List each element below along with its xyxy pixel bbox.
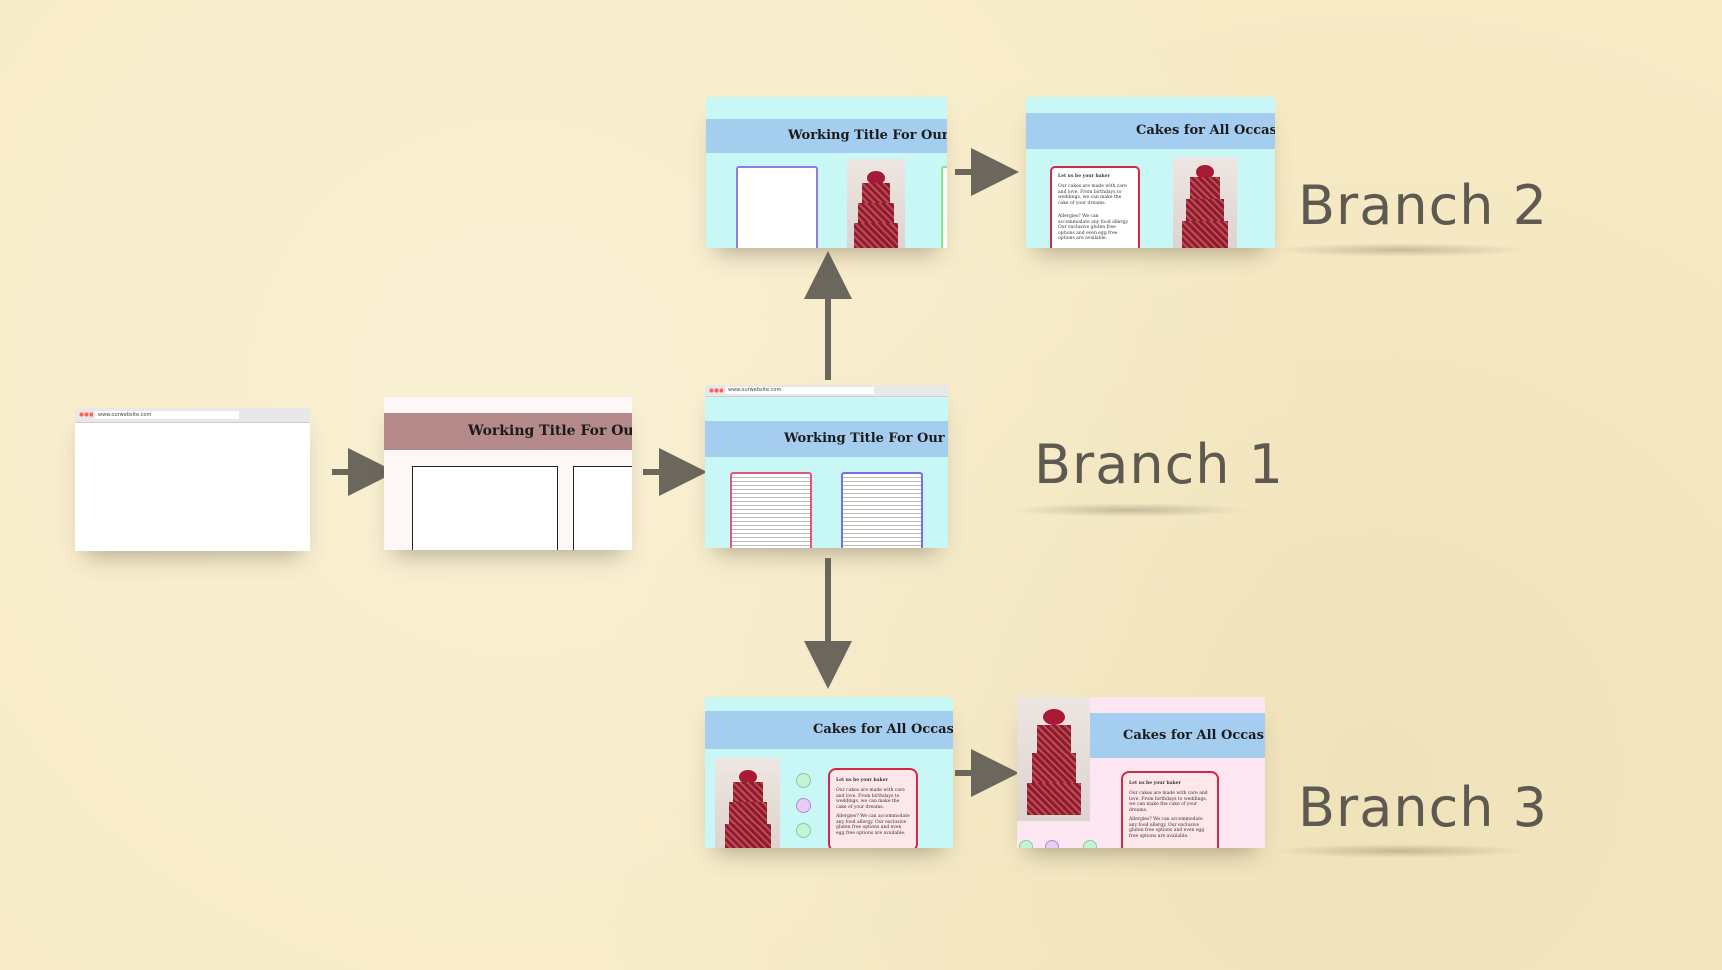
site-header: Working Title For Our Web <box>705 421 948 457</box>
dot-green-1 <box>796 773 811 788</box>
info-card: Let us be your baker Our cakes are made … <box>1050 166 1140 248</box>
wireframe-header: Working Title For Our Web <box>384 413 632 450</box>
dot-purple <box>796 798 811 813</box>
cake-image <box>715 758 780 848</box>
branch2-site-b-thumbnail: Cakes for All Occasio Let us be your bak… <box>1026 97 1275 248</box>
dot-green-2 <box>1083 840 1097 848</box>
dot-green-1 <box>1019 840 1033 848</box>
card-paragraph-2: Allergies? We can accommodate any food a… <box>1129 817 1205 839</box>
blank-browser-thumbnail: www.ourwebsite.com <box>75 408 310 551</box>
window-dots-icon <box>79 412 93 417</box>
branch3-label-shadow <box>1270 844 1530 858</box>
branch3-site-b-thumbnail: Cakes for All Occas Let us be your baker… <box>1017 697 1265 848</box>
card-paragraph-1: Our cakes are made with care and love. F… <box>1058 184 1127 206</box>
text-box-right <box>841 472 923 548</box>
card-title: Let us be your baker <box>836 778 888 783</box>
card-paragraph-2: Allergies? We can accommodate any food a… <box>836 814 910 836</box>
browser-url-bar: www.ourwebsite.com <box>75 408 310 423</box>
content-box-edge <box>941 166 947 248</box>
window-dots-icon <box>709 388 723 393</box>
text-box-left <box>730 472 812 548</box>
wireframe-box-left <box>412 466 558 550</box>
cake-image <box>1017 697 1090 821</box>
info-card: Let us be your baker Our cakes are made … <box>1121 771 1219 848</box>
card-paragraph-2: Allergies? We can accommodate any food a… <box>1058 214 1129 241</box>
dot-green-2 <box>796 823 811 838</box>
card-paragraph-1: Our cakes are made with care and love. F… <box>836 788 905 810</box>
dot-purple <box>1045 840 1059 848</box>
card-title: Let us be your baker <box>1129 781 1181 786</box>
branch3-label: Branch 3 <box>1298 776 1548 839</box>
site-header: Cakes for All Occas <box>1090 713 1265 758</box>
card-title: Let us be your baker <box>1058 174 1110 179</box>
branch3-site-a-thumbnail: Cakes for All Occasio Let us be your bak… <box>705 697 953 848</box>
branch2-label: Branch 2 <box>1298 174 1548 237</box>
wireframe-box-right <box>573 466 632 550</box>
wireframe-thumbnail: Working Title For Our Web <box>384 397 632 550</box>
cake-image <box>1173 157 1237 248</box>
info-card: Let us be your baker Our cakes are made … <box>828 768 918 848</box>
card-paragraph-1: Our cakes are made with care and love. F… <box>1129 791 1208 813</box>
branch2-site-a-thumbnail: Working Title For Our Web <box>706 97 947 248</box>
content-box <box>736 166 818 248</box>
branch1-label: Branch 1 <box>1034 433 1284 496</box>
cake-image <box>847 159 905 248</box>
branch2-label-shadow <box>1270 243 1530 257</box>
branch1-site-thumbnail: www.ourwebsite.com Working Title For Our… <box>705 385 948 548</box>
branch1-label-shadow <box>1010 503 1250 517</box>
url-text: www.ourwebsite.com <box>95 411 239 419</box>
browser-url-bar: www.ourwebsite.com <box>705 385 948 397</box>
site-header: Cakes for All Occasio <box>1026 113 1275 149</box>
site-header: Cakes for All Occasio <box>705 711 953 749</box>
url-text: www.ourwebsite.com <box>725 387 874 394</box>
site-header: Working Title For Our Web <box>706 119 947 153</box>
